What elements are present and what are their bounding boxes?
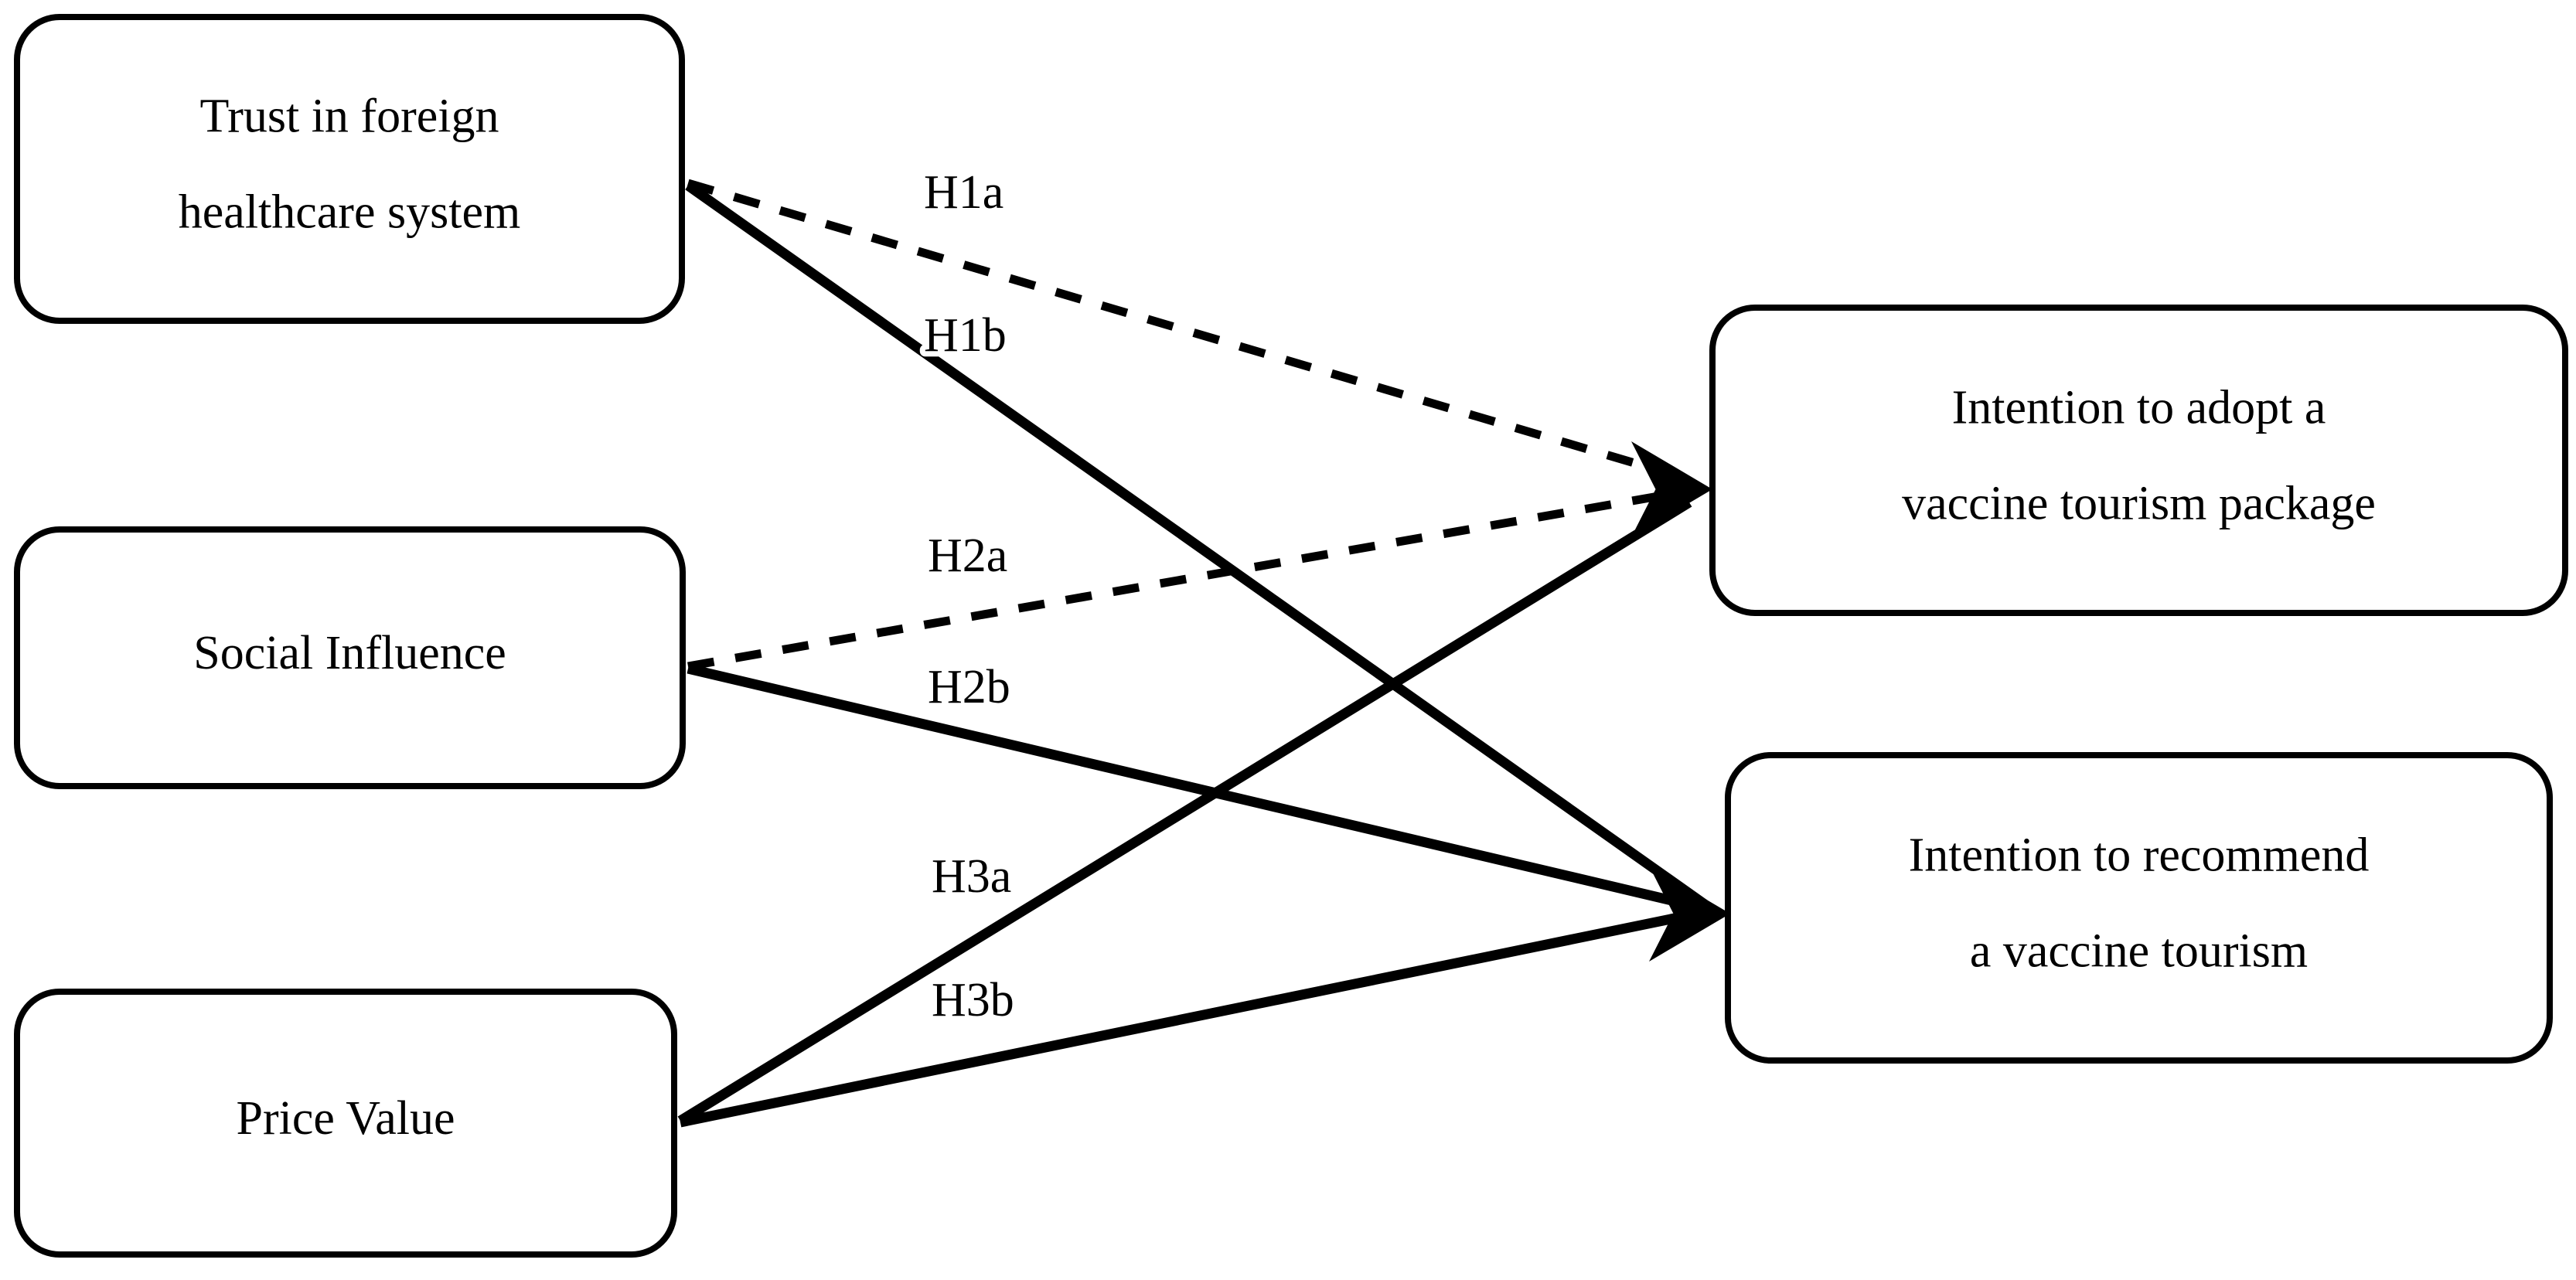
node-recommend-label-line1: Intention to recommend [1909, 829, 2370, 882]
arrow-to-recommend-icon [1649, 866, 1730, 962]
node-social[interactable]: Social Influence [14, 526, 686, 789]
edge-h1a [687, 179, 1691, 484]
arrow-to-adopt-icon [1631, 441, 1712, 537]
arrowheads-layer [1631, 441, 1730, 962]
edge-label-h1a-halo: H1a [924, 166, 1003, 219]
edge-label-h2a-halo: H2a [928, 529, 1007, 582]
edge-label-h3a-halo: H3a [932, 850, 1011, 903]
edge-label-h2b: H2b [928, 661, 1010, 713]
edge-label-h1b: H1b [924, 309, 1007, 362]
edges-layer [677, 179, 1708, 1128]
node-recommend-label-line2: a vaccine tourism [1970, 925, 2308, 978]
edge-h3b [679, 907, 1706, 1128]
node-social-label-line1: Social Influence [193, 627, 506, 679]
edge-h3a [677, 498, 1692, 1125]
edge-label-h1b-halo: H1b [924, 309, 1007, 362]
node-social-box [14, 526, 686, 789]
nodes-layer: Trust in foreign healthcare systemSocial … [14, 14, 2568, 1258]
node-price-label-line1: Price Value [237, 1092, 455, 1145]
node-adopt[interactable]: Intention to adopt a vaccine tourism pack… [1709, 305, 2568, 616]
node-adopt-label-line2: vaccine tourism package [1902, 478, 2376, 530]
edge-h2a [687, 486, 1690, 671]
node-trust-label-line2: healthcare system [179, 186, 520, 239]
node-price-box [14, 989, 677, 1258]
edge-label-h2b-halo: H2b [928, 661, 1010, 713]
node-trust-box [14, 14, 685, 324]
node-price[interactable]: Price Value [14, 989, 677, 1258]
edge-label-h3b: H3b [932, 974, 1014, 1026]
node-adopt-label-line1: Intention to adopt a [1952, 382, 2326, 434]
edge-label-h3a: H3a [932, 850, 1011, 903]
edge-label-h2a: H2a [928, 529, 1007, 582]
edge-h2b [687, 663, 1706, 914]
node-recommend[interactable]: Intention to recommend a vaccine tourism [1725, 752, 2553, 1064]
edge-label-h1a: H1a [924, 166, 1003, 219]
edge-label-h3b-halo: H3b [932, 974, 1014, 1026]
edge-h1b [685, 181, 1708, 909]
node-trust-label-line1: Trust in foreign [200, 90, 499, 143]
node-adopt-box [1709, 305, 2568, 616]
node-recommend-box [1725, 752, 2553, 1064]
node-trust[interactable]: Trust in foreign healthcare system [14, 14, 685, 324]
